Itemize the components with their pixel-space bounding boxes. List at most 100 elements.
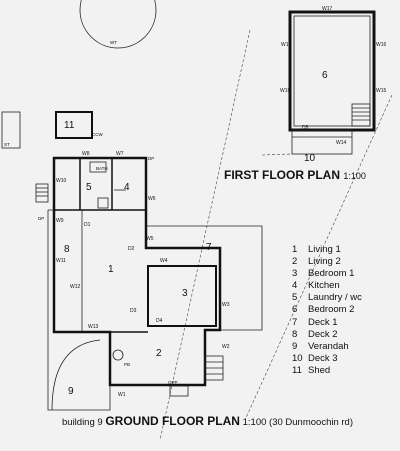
door-d1: D1 xyxy=(84,222,91,228)
legend-item: 3 Bedroom 1 xyxy=(292,268,396,280)
legend-item: 2 Living 2 xyxy=(292,256,396,268)
room-11-label: 11 xyxy=(64,120,75,131)
room-1-label: 1 xyxy=(108,264,114,275)
first-floor-plan: 6 10 W17 W18 W16 W19 W15 W14 D5 xyxy=(159,6,393,441)
window-w3: W3 xyxy=(222,302,230,308)
ground-floor-title: building 9 GROUND FLOOR PLAN 1:100 (30 D… xyxy=(62,414,398,428)
legend-label: Deck 2 xyxy=(308,328,338,340)
ground-floor-outer-wall xyxy=(52,156,222,387)
bedroom2-inner xyxy=(293,15,371,127)
door-d4: D4 xyxy=(156,318,163,324)
legend-item: 11 Shed xyxy=(292,365,396,377)
room-7-label: 7 xyxy=(206,242,212,253)
st-label: ST xyxy=(4,142,10,147)
window-w7: W7 xyxy=(116,151,124,157)
projection-line-2 xyxy=(244,94,393,421)
window-w15: W15 xyxy=(376,88,387,94)
legend-number: 5 xyxy=(292,292,298,304)
window-w1: W1 xyxy=(118,392,126,398)
first-floor-scale: 1:100 xyxy=(343,171,366,181)
first-floor-title: FIRST FLOOR PLAN 1:100 xyxy=(224,168,398,182)
legend-label: Bedroom 1 xyxy=(308,268,355,280)
ccw-label: CCW xyxy=(92,132,103,137)
legend-number: 6 xyxy=(292,304,298,316)
dp-label-left: DP xyxy=(38,216,44,221)
ground-floor-prefix: building 9 xyxy=(62,417,103,428)
left-steps xyxy=(35,183,49,203)
window-w12: W12 xyxy=(70,284,81,290)
wc-fixture xyxy=(97,197,109,209)
water-tank-outline xyxy=(79,0,157,49)
stair-outline xyxy=(351,103,371,127)
room-8-label: 8 xyxy=(64,244,70,255)
legend-item: 1 Living 1 xyxy=(292,244,396,256)
room-legend: 1 Living 1 2 Living 2 3 Bedroom 1 4 Kitchen 5 Lau… xyxy=(292,244,396,377)
legend-item: 4 Kitchen xyxy=(292,280,396,292)
legend-label: Bedroom 2 xyxy=(308,304,355,316)
window-w11: W11 xyxy=(56,258,66,264)
water-tank-label: WT xyxy=(110,40,117,45)
window-w6: W6 xyxy=(148,196,156,202)
ground-floor-plan: 11 CCW xyxy=(35,111,263,411)
bath-label: BATH xyxy=(96,166,108,171)
legend-label: Verandah xyxy=(308,340,349,352)
window-w9: W9 xyxy=(56,218,64,224)
legend-label: Deck 3 xyxy=(308,352,338,364)
legend-number: 10 xyxy=(292,352,303,364)
bath-fixture xyxy=(89,161,107,173)
legend-number: 9 xyxy=(292,340,298,352)
legend-label: Shed xyxy=(308,364,331,376)
deck3-outline xyxy=(291,129,353,155)
st-outline xyxy=(1,111,21,149)
legend-number: 1 xyxy=(292,244,298,255)
legend-label: Living 2 xyxy=(308,256,341,268)
legend-item: 7 Deck 1 xyxy=(292,317,396,329)
bottom-steps xyxy=(169,385,189,397)
shed-walls xyxy=(55,111,93,139)
deck1-outline xyxy=(146,225,263,331)
window-w4: W4 xyxy=(160,258,168,264)
room-9-label: 9 xyxy=(68,386,74,397)
window-w16: W16 xyxy=(376,42,387,48)
legend-item: 5 Laundry / wc xyxy=(292,292,396,304)
legend-label: Kitchen xyxy=(308,280,340,292)
ground-floor-scale: 1:100 xyxy=(242,417,267,428)
legend-label: Living 1 xyxy=(308,244,341,255)
legend-item: 10 Deck 3 xyxy=(292,353,396,365)
window-w8: W8 xyxy=(82,151,90,157)
window-w5: W5 xyxy=(146,236,154,242)
window-w18: W18 xyxy=(281,42,292,48)
opp-label: OPP xyxy=(168,380,178,385)
window-w14: W14 xyxy=(336,140,347,146)
window-w10: W10 xyxy=(56,178,67,184)
window-w19: W19 xyxy=(280,88,291,94)
legend-item: 8 Deck 2 xyxy=(292,329,396,341)
legend-number: 2 xyxy=(292,256,298,268)
room-4-label: 4 xyxy=(124,182,130,193)
room-3-label: 3 xyxy=(182,288,188,299)
window-w17: W17 xyxy=(322,6,333,12)
room-10-label: 10 xyxy=(304,153,316,164)
first-floor-title-text: FIRST FLOOR PLAN xyxy=(224,168,340,182)
legend-label: Laundry / wc xyxy=(308,292,362,304)
window-w13: W13 xyxy=(88,324,99,330)
legend-label: Deck 1 xyxy=(308,316,338,328)
door-d5: D5 xyxy=(302,125,309,131)
door-d3: D3 xyxy=(130,308,137,314)
room-6-label: 6 xyxy=(322,70,328,81)
legend-number: 11 xyxy=(292,364,302,376)
legend-number: 4 xyxy=(292,280,298,292)
legend-item: 6 Bedroom 2 xyxy=(292,304,396,316)
verandah-outline xyxy=(47,332,111,411)
bedroom1-walls xyxy=(147,265,217,327)
pb-label: PB xyxy=(124,362,130,367)
window-w2: W2 xyxy=(222,344,230,350)
ground-floor-address: (30 Dunmoochin rd) xyxy=(269,417,354,428)
legend-item: 9 Verandah xyxy=(292,341,396,353)
room-2-label: 2 xyxy=(156,348,162,359)
legend-number: 8 xyxy=(292,328,298,340)
legend-number: 7 xyxy=(292,316,298,328)
legend-number: 3 xyxy=(292,268,298,280)
